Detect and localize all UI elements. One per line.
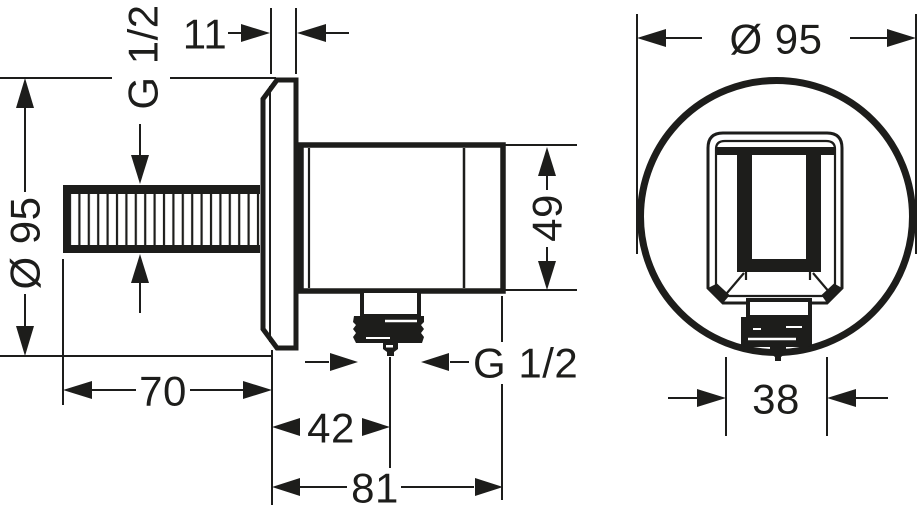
body-front [706, 131, 844, 305]
inlet-thread-pipe [63, 185, 260, 253]
outlet-front [741, 298, 812, 361]
body-diameter-label: 49 [524, 194, 571, 242]
plate-thickness-label: 11 [183, 11, 228, 58]
dimension-thread-length: 70 [62, 259, 272, 415]
dimension-outlet-offset: 42 [272, 405, 390, 452]
dimension-plate-diameter-front: Ø 95 [636, 14, 917, 254]
outlet-side [353, 289, 424, 468]
outlet-width-label: 38 [752, 376, 800, 423]
inlet-thread-label: G 1/2 [120, 4, 167, 109]
dimension-inlet-thread: G 1/2 [120, 4, 167, 313]
dimension-outlet-width: 38 [668, 357, 888, 436]
dimension-outlet-thread: G 1/2 [305, 340, 578, 387]
side-view: Ø 95 G 1/2 11 70 42 [0, 4, 578, 512]
dimension-body-diameter: 49 [505, 144, 577, 291]
plate-diameter-front-label: Ø 95 [729, 16, 822, 63]
dimension-plate-thickness: 11 [183, 8, 349, 74]
dimension-plate-diameter-side: Ø 95 [0, 77, 276, 357]
front-view: Ø 95 38 [636, 14, 917, 436]
outlet-offset-label: 42 [307, 405, 355, 452]
thread-length-label: 70 [139, 368, 187, 415]
body-side [298, 142, 506, 294]
dimension-projection: 81 [272, 296, 503, 512]
projection-label: 81 [351, 465, 399, 512]
wall-plate-side [260, 77, 299, 351]
plate-diameter-side-label: Ø 95 [2, 196, 49, 289]
outlet-thread-label: G 1/2 [473, 340, 578, 387]
